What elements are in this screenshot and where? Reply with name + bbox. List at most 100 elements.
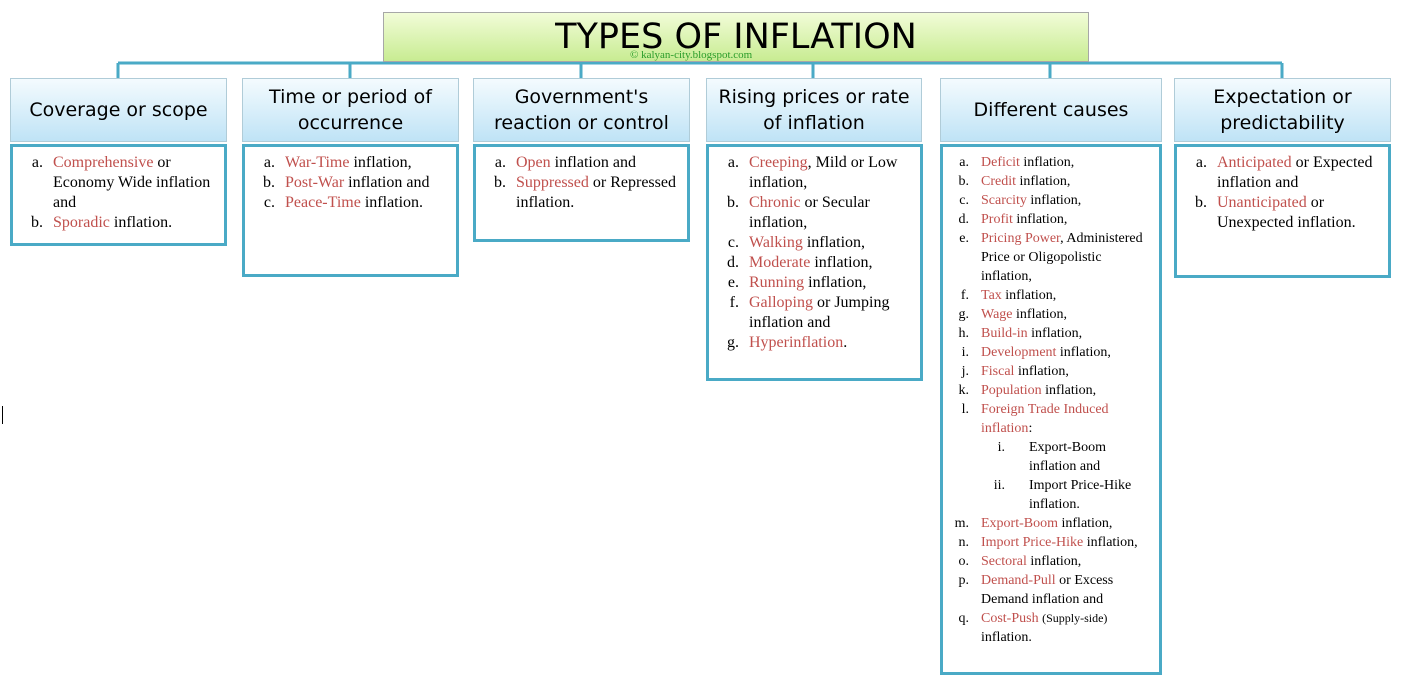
description-text: inflation,: [802, 234, 866, 251]
diagram-title: TYPES OF INFLATION: [555, 17, 917, 57]
type-name: Unanticipated: [1217, 194, 1307, 211]
type-name: Population: [981, 383, 1042, 398]
list-item: b. Unanticipated or Unexpected inflation.: [1183, 193, 1382, 233]
list-item-text: Development inflation,: [981, 343, 1111, 362]
list-item: d.Moderate inflation,: [715, 253, 914, 273]
list-marker: c.: [263, 194, 275, 211]
list-marker: i.: [961, 345, 969, 360]
list-marker: g.: [958, 307, 970, 322]
list-item: o.Sectoral inflation,: [952, 552, 1153, 571]
description-text: or Expected inflation and: [1217, 154, 1373, 191]
list-item: d.Profit inflation,: [952, 210, 1153, 229]
list-item-text: Chronic or Secular inflation,: [749, 193, 914, 233]
description-text: inflation and: [550, 154, 636, 171]
list-marker: f.: [960, 288, 969, 303]
type-name: Walking: [749, 234, 803, 251]
list-item: a.Creeping, Mild or Low inflation,: [715, 153, 914, 193]
list-item: g. Wage inflation,: [952, 305, 1153, 324]
list-item: q.Cost-Push (Supply-side) inflation.: [952, 609, 1153, 647]
list-item-text: Walking inflation,: [749, 233, 865, 253]
description-text: inflation,: [1058, 516, 1113, 531]
description-text: or Excess Demand inflation and: [981, 573, 1114, 607]
header-rising-prices: Rising prices or rate of inflation: [706, 78, 922, 142]
list-item-text: Peace-Time inflation.: [285, 193, 423, 213]
type-name: Sporadic: [53, 214, 110, 231]
list-marker: a.: [263, 154, 275, 171]
type-name: Anticipated: [1217, 154, 1292, 171]
list-item-text: Open inflation and: [516, 153, 636, 173]
list-item-text: Hyperinflation.: [749, 333, 847, 353]
list-item: p. Demand-Pull or Excess Demand inflation…: [952, 571, 1153, 609]
description-text: inflation,: [1026, 193, 1082, 208]
description-text: .: [843, 334, 848, 351]
panel-time-or-period: a.War-Time inflation,b.Post-War inflatio…: [242, 144, 459, 277]
type-name: Build-in: [981, 326, 1028, 341]
list-item-text: Credit inflation,: [981, 172, 1070, 191]
text-cursor: [2, 406, 3, 424]
list-marker: c.: [727, 234, 739, 251]
title-box: TYPES OF INFLATION © kalyan-city.blogspo…: [383, 12, 1089, 62]
list-item-text: Tax inflation,: [981, 286, 1056, 305]
sub-list-item: ii.Import Price-Hike inflation.: [981, 476, 1153, 514]
type-name: Post-War: [285, 174, 345, 191]
list-marker: e.: [959, 231, 969, 246]
description-text: inflation,: [1012, 212, 1068, 227]
list-item: j.Fiscal inflation,: [952, 362, 1153, 381]
list-item: a.War-Time inflation,: [251, 153, 450, 173]
list-item-text: Demand-Pull or Excess Demand inflation a…: [981, 571, 1153, 609]
header-coverage-or-scope: Coverage or scope: [10, 78, 227, 142]
list-marker: c.: [959, 193, 969, 208]
description-text: :: [1028, 421, 1033, 436]
list-marker: n.: [958, 535, 970, 550]
type-name: Deficit: [981, 155, 1020, 170]
watermark: © kalyan-city.blogspot.com: [630, 49, 753, 61]
list-item: c. Peace-Time inflation.: [251, 193, 450, 213]
list-marker: j.: [961, 364, 969, 379]
list-item-text: Wage inflation,: [981, 305, 1067, 324]
list-item: l.Foreign Trade Induced inflation:i.Expo…: [952, 400, 1153, 514]
list-item-text: Moderate inflation,: [749, 253, 873, 273]
description-text: or Unexpected inflation.: [1217, 194, 1356, 231]
list-item: b. Sporadic inflation.: [19, 213, 218, 233]
type-name: War-Time: [285, 154, 350, 171]
type-name: Galloping: [749, 294, 813, 311]
list-item: c. Walking inflation,: [715, 233, 914, 253]
type-name: Sectoral: [981, 554, 1027, 569]
panel-rising-prices: a.Creeping, Mild or Low inflation,b.Chro…: [706, 144, 923, 381]
list-marker: a.: [1195, 154, 1207, 171]
list-marker: a.: [31, 154, 43, 171]
description-text: inflation.: [109, 214, 173, 231]
list-marker: a.: [494, 154, 506, 171]
sub-list-marker: i.: [997, 440, 1005, 455]
description-text: , Mild or Low inflation,: [749, 154, 898, 191]
list-marker: p.: [958, 573, 970, 588]
list-item: a. Open inflation and: [482, 153, 681, 173]
type-name: Suppressed: [516, 174, 589, 191]
header-time-or-period: Time or period of occurrence: [242, 78, 459, 142]
note-text: (Supply-side): [1042, 611, 1108, 625]
list-item: a.Deficit inflation,: [952, 153, 1153, 172]
list-marker: m.: [954, 516, 969, 531]
header-government-reaction: Government's reaction or control: [473, 78, 690, 142]
list-item-text: Anticipated or Expected inflation and: [1217, 153, 1382, 193]
type-name: Import Price-Hike: [981, 535, 1084, 550]
type-name: Scarcity: [981, 193, 1027, 208]
description-text: or Jumping inflation and: [749, 294, 890, 331]
list-item-text: Galloping or Jumping inflation and: [749, 293, 914, 333]
list-marker: b.: [1195, 194, 1207, 211]
list-marker: l.: [961, 402, 969, 417]
type-name: Pricing Power: [981, 231, 1061, 246]
list-marker: o.: [958, 554, 970, 569]
description-text: inflation.: [360, 194, 424, 211]
coverage-list: a.Comprehensive or Economy Wide inflatio…: [19, 153, 218, 233]
description-text: inflation and: [344, 174, 430, 191]
list-item: b.Post-War inflation and: [251, 173, 450, 193]
description-text: or Secular inflation,: [749, 194, 870, 231]
list-marker: b.: [31, 214, 43, 231]
list-item-text: Unanticipated or Unexpected inflation.: [1217, 193, 1382, 233]
list-item-text: Sporadic inflation.: [53, 213, 172, 233]
panel-different-causes: a.Deficit inflation,b.Credit inflation,c…: [940, 144, 1162, 675]
